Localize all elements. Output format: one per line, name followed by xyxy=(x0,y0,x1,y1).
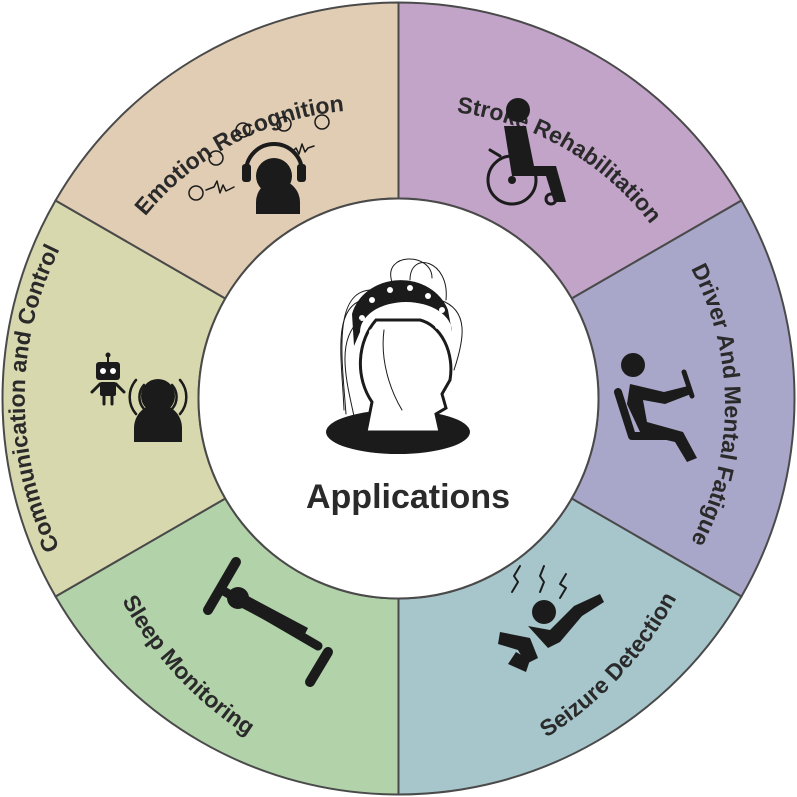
center-label: Applications xyxy=(306,478,510,516)
seated-driver-icon xyxy=(614,353,697,462)
headphones-emotion-icon xyxy=(188,114,330,214)
seizure-figure-icon xyxy=(498,565,604,672)
robot-speaker-icon xyxy=(90,352,188,442)
bed-icon xyxy=(203,557,333,687)
eeg-cap-head-icon xyxy=(326,258,470,454)
emoji-faces xyxy=(188,114,330,201)
eeg-electrodes xyxy=(359,285,445,335)
wheelchair-icon xyxy=(486,98,566,206)
